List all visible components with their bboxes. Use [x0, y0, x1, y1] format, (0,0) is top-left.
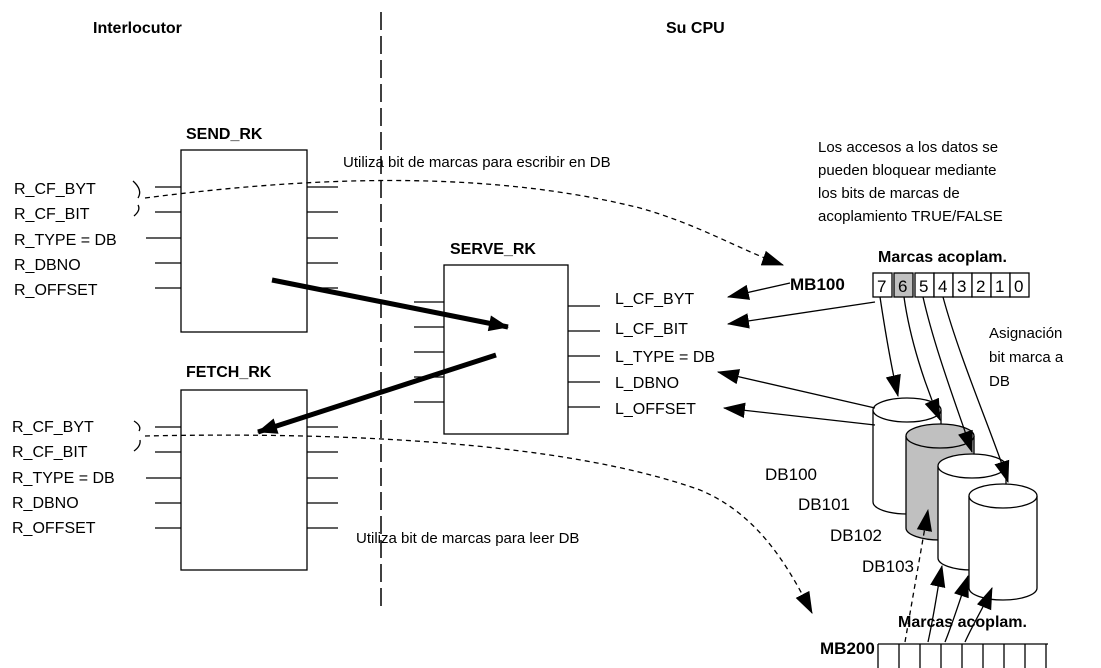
svg-text:0: 0: [1014, 277, 1023, 296]
mb100-param-arrows: [726, 282, 876, 329]
send-param-offset: R_OFFSET: [14, 282, 98, 299]
svg-text:los bits de marcas de: los bits de marcas de: [818, 185, 960, 202]
mb200-bit-row: [877, 643, 1048, 668]
svg-text:bit marca a: bit marca a: [989, 349, 1064, 366]
db100-label: DB100: [765, 465, 817, 484]
db103-cylinder: [968, 483, 1038, 601]
serve-param-type: L_TYPE = DB: [615, 349, 715, 366]
mb200-label: MB200: [820, 639, 875, 658]
serve-to-fetch-arrow: [257, 352, 497, 435]
svg-text:pueden bloquear mediante: pueden bloquear mediante: [818, 162, 996, 179]
svg-text:1: 1: [995, 277, 1004, 296]
send-rk-block: SEND_RK R_CF_BYT R_CF_BIT R_TYPE = DB R_…: [14, 126, 338, 333]
svg-text:acoplamiento TRUE/FALSE: acoplamiento TRUE/FALSE: [818, 208, 1003, 225]
bit-to-db-arrows: [879, 296, 1010, 484]
send-param-dbno: R_DBNO: [14, 257, 81, 274]
send-param-type: R_TYPE = DB: [14, 232, 117, 249]
mb100-bit-7: [872, 272, 893, 298]
send-param-cf-bit: R_CF_BIT: [14, 206, 90, 223]
fetch-param-cf-bit: R_CF_BIT: [12, 444, 88, 461]
serve-rk-block: SERVE_RK L_CF_BYT L_CF_BIT L_TYPE = DB L…: [414, 241, 715, 435]
fetch-rk-block: FETCH_RK R_CF_BYT R_CF_BIT R_TYPE = DB R…: [12, 364, 338, 571]
fetch-param-offset: R_OFFSET: [12, 520, 96, 537]
svg-text:2: 2: [976, 277, 985, 296]
mb100-label: MB100: [790, 275, 845, 294]
svg-text:6: 6: [898, 277, 907, 296]
mb100-caption: Marcas acoplam.: [878, 249, 1007, 266]
fetch-rk-title: FETCH_RK: [186, 364, 272, 381]
db103-label: DB103: [862, 557, 914, 576]
send-to-mb100-dashed-arrow: [144, 179, 785, 266]
db101-label: DB101: [798, 495, 850, 514]
note-read: Utiliza bit de marcas para leer DB: [356, 530, 579, 547]
fetch-rk-box: [180, 389, 308, 571]
db-param-arrows: [716, 369, 876, 426]
svg-text:4: 4: [938, 277, 947, 296]
note-write: Utiliza bit de marcas para escribir en D…: [343, 154, 611, 171]
db102-label: DB102: [830, 526, 882, 545]
svg-text:5: 5: [919, 277, 928, 296]
serve-rk-title: SERVE_RK: [450, 241, 536, 258]
fetch-param-type: R_TYPE = DB: [12, 470, 115, 487]
send-param-cf-byt: R_CF_BYT: [14, 181, 96, 198]
header-interlocutor: Interlocutor: [93, 20, 182, 37]
fetch-param-cf-byt: R_CF_BYT: [12, 419, 94, 436]
mb200-to-db-arrows: [904, 508, 993, 643]
header-su-cpu: Su CPU: [666, 20, 725, 37]
svg-text:3: 3: [957, 277, 966, 296]
serve-param-cf-byt: L_CF_BYT: [615, 291, 694, 308]
send-rk-box: [180, 149, 308, 333]
serve-rk-box: [443, 264, 569, 435]
svg-text:Los accesos a los datos se: Los accesos a los datos se: [818, 139, 998, 156]
serve-param-cf-bit: L_CF_BIT: [615, 321, 688, 338]
serve-param-dbno: L_DBNO: [615, 375, 679, 392]
svg-text:Asignación: Asignación: [989, 325, 1062, 342]
svg-text:7: 7: [877, 277, 886, 296]
mb200-caption: Marcas acoplam.: [898, 614, 1027, 631]
mb100-bit-0: [1009, 272, 1030, 298]
mb100-bit-row: 7 6 5 4 3 2 1 0: [872, 272, 1030, 298]
send-rk-title: SEND_RK: [186, 126, 263, 143]
note-assign: Asignación bit marca a DB: [989, 325, 1064, 390]
fetch-to-mb200-dashed-arrow: [144, 434, 813, 614]
send-to-serve-arrow: [271, 277, 509, 332]
fetch-param-dbno: R_DBNO: [12, 495, 79, 512]
serve-param-offset: L_OFFSET: [615, 401, 696, 418]
svg-text:DB: DB: [989, 373, 1010, 390]
mb100-bit-6-highlighted: [893, 272, 914, 298]
note-lock: Los accesos a los datos se pueden bloque…: [818, 139, 1003, 225]
